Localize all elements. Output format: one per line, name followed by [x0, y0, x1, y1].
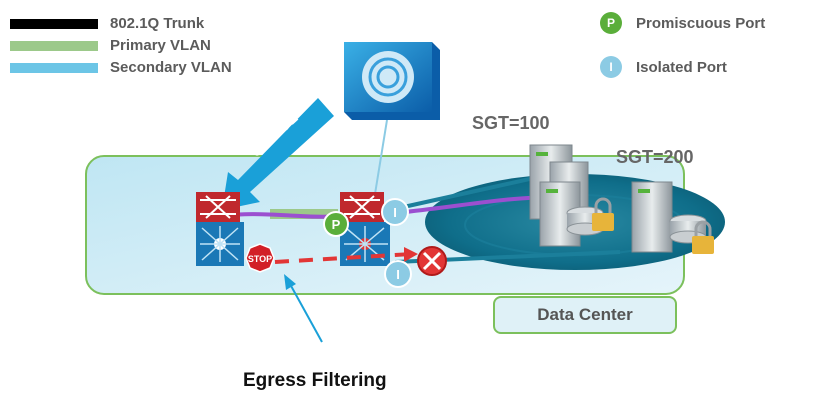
legend-trunk: 802.1Q Trunk [10, 15, 204, 32]
isolated-port-icon: I [600, 56, 622, 78]
switch-icon [196, 192, 244, 266]
svg-text:I: I [393, 205, 397, 220]
legend-label: Promiscuous Port [636, 14, 766, 32]
legend-label: Primary VLAN [110, 37, 211, 54]
legend-swatch [10, 18, 98, 29]
policy-server-icon [344, 42, 440, 120]
legend-primary-vlan: Primary VLAN [10, 37, 211, 54]
legend-swatch [10, 40, 98, 51]
blocked-icon [417, 246, 447, 276]
isolated-port-icon: I [381, 198, 409, 226]
sgacl-arrow [222, 98, 334, 210]
svg-text:P: P [332, 217, 341, 232]
legend-label: 802.1Q Trunk [110, 15, 205, 32]
legend-secondary-vlan: Secondary VLAN [10, 59, 232, 76]
lock-icon [592, 197, 614, 231]
egress-filtering-label: Egress Filtering [243, 370, 387, 391]
promiscuous-port-icon: P [323, 211, 349, 237]
stop-sign-icon: STOP [245, 243, 275, 273]
sgt-100-label: SGT=100 [472, 113, 550, 133]
legend-isolated-port: I Isolated Port [600, 56, 727, 78]
legend-label: Isolated Port [636, 58, 727, 76]
legend-promiscuous-port: P Promiscuous Port [600, 12, 765, 34]
svg-text:STOP: STOP [248, 254, 272, 264]
data-center-label: Data Center [493, 296, 677, 334]
isolated-port-icon: I [384, 260, 412, 288]
server-icon [529, 144, 589, 247]
lock-icon [692, 220, 714, 254]
svg-text:I: I [396, 267, 400, 282]
legend-swatch [10, 62, 98, 73]
egress-pointer [289, 283, 323, 343]
promiscuous-port-icon: P [600, 12, 622, 34]
sgt-200-label: SGT=200 [616, 147, 694, 167]
legend-label: Secondary VLAN [110, 59, 232, 76]
